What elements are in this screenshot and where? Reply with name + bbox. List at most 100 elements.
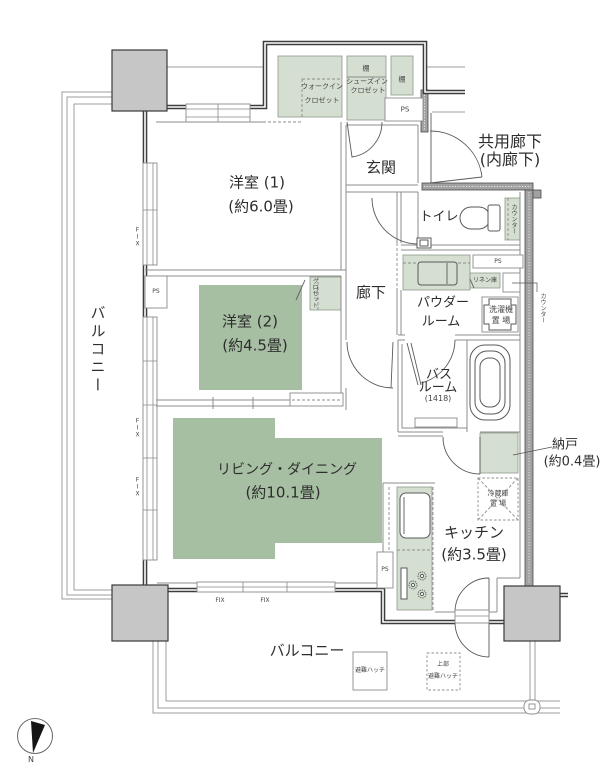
bedroom-1-size: (約6.0畳) [228,197,294,216]
toilet-fixture [459,204,501,232]
entrance-label: 玄関 [365,158,397,177]
window-bedroom-1-top [185,103,251,123]
evacuation-hatch-label: 避難ハッチ [354,667,386,674]
evacuation-hatch [352,651,388,691]
column-top-left [111,49,168,112]
pipe-space-kitchen-label: PS [381,566,389,573]
window-frame [142,162,158,266]
side-shelf-label: 棚 [398,75,406,84]
compass-north-label: N [28,755,34,764]
railing-line [165,641,560,702]
kitchen-fixtures [399,492,431,600]
bath-bench [414,417,458,428]
counter-label: カウンター [539,293,546,323]
burner-icon [417,571,427,581]
living-dining-floor [173,418,382,559]
interior-wall [145,76,521,613]
closet-door-leaf [295,279,306,301]
window-sash [186,104,250,122]
bedroom-2-size: (約4.5畳) [222,336,288,355]
burner-icon [417,589,427,599]
hatched-wall [532,189,542,199]
bathroom-folding-door [406,339,456,386]
pipe-space-top-label: PS [400,105,410,114]
storeroom-size: (約0.4畳) [543,454,601,470]
pipe-space-left [144,275,168,309]
living-dining-size: (約10.1畳) [245,483,321,502]
living-dining-label: リビング・ダイニング [217,462,357,478]
burner-center-icon [419,573,425,579]
left-balcony-railing [61,91,112,600]
bedroom-2-closet-label: クロゼット [311,278,318,308]
burner-center-icon [419,591,425,597]
fix-window-label: FIX [134,226,141,248]
compass [17,718,53,754]
linen-closet-label: リネン庫 [472,277,498,284]
fix-window-label: FIX [260,597,270,604]
window-sash [197,582,335,592]
washer-space-sublabel: 置 場 [491,316,511,325]
kitchen-balcony-door-frame [454,609,490,624]
window-bedroom-1-side [142,162,158,266]
shoe-closet-shelf-label: 棚 [362,64,370,73]
bedroom-1-label: 洋室 (1) [228,173,286,192]
column-bottom-right [503,585,561,642]
bottom-balcony-label: バルコニー [269,641,345,660]
powder-room-label: パウダー [416,295,470,311]
bedroom-2-floor [199,285,302,390]
bathtub-basin-icon [479,357,501,408]
bottom-balcony-railing [152,641,560,715]
partition-line [529,641,536,700]
common-corridor-label: 共用廊下 [477,132,543,151]
stove-controls-icon [400,567,408,600]
toilet-door-swing [371,197,419,245]
interior-walls [145,76,521,613]
common-corridor-sublabel: (内廊下) [479,150,541,169]
railing-line [61,91,112,600]
window-bedroom-2-ldk-side [142,316,158,561]
doors [295,113,490,658]
burner-icon [408,580,418,590]
railing-line [66,96,112,596]
upper-hatch-sublabel: 避難ハッチ [427,673,459,680]
front-door-swing [429,113,483,184]
railing-post-core [528,703,536,710]
toilet-bowl-icon [459,206,491,230]
window-frame [142,316,158,561]
railing-line [73,103,112,591]
window-sash [143,163,157,265]
bedroom-2-closet-floor [309,276,342,311]
pipe-space-top [384,97,424,122]
kitchen-balcony-door-swing [454,577,490,658]
fix-window-label: FIX [134,417,141,439]
washer-pan-icon [483,298,517,331]
window-ldk-bottom [196,581,336,593]
kitchen-sink-icon [399,492,431,539]
fridge-space-label: 冷蔵庫 [487,489,509,498]
railing-line [152,641,560,714]
washer-space [481,296,519,333]
washbasin-icon [417,261,458,286]
kitchen-size: (約3.5畳) [441,545,507,564]
column-bottom-left [111,584,169,642]
counter-leader-line [512,282,538,292]
storeroom-leader-line [512,446,553,456]
pipe-space-left-label: PS [152,288,160,295]
left-balcony-label: バルコニー [88,305,107,395]
shoes-in-closet-sublabel: クロゼット [350,86,386,95]
linen-closet [469,272,501,289]
storeroom-label: 納戸 [551,437,579,453]
walk-in-closet-floor [277,55,343,118]
bathtub [414,344,511,428]
fridge-space [477,477,519,521]
fridge-space-box [477,477,519,521]
powder-room-sublabel: ルーム [421,314,461,330]
toilet-counter-label: カウンター [510,204,517,234]
bathroom-sublabel: ルーム [418,380,458,396]
walk-in-closet-label: ウォークイン [301,82,343,91]
north-arrow-icon [31,721,45,753]
kitchen-label: キッチン [443,523,505,542]
bathroom-size: (1418) [424,394,452,403]
